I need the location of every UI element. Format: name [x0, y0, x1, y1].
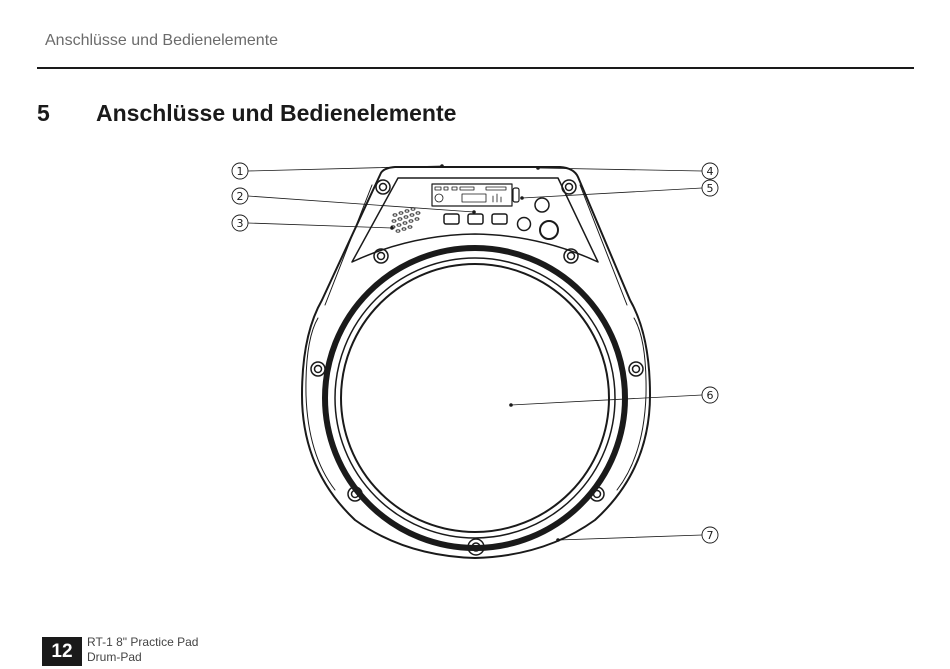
callout-number-4: 4: [707, 165, 714, 178]
page-number: 12: [42, 637, 82, 666]
callout-marker-5: [701, 179, 719, 197]
callout-marker-2: [231, 187, 249, 205]
mounting-screws: [310, 179, 644, 556]
callout-marker-1: [231, 162, 249, 180]
footer-product-name: RT-1 8" Practice Pad: [87, 635, 199, 649]
panel-button-3: [491, 213, 508, 225]
running-header: Anschlüsse und Bedienelemente: [45, 32, 279, 49]
callout-number-1: 1: [237, 165, 244, 178]
callout-number-7: 7: [707, 529, 714, 542]
small-knob: [516, 216, 532, 232]
callout-leaders: [247, 165, 703, 541]
section-title: Anschlüsse und Bedienelemente: [96, 100, 457, 126]
large-knob: [539, 220, 559, 240]
panel-button-1: [443, 213, 460, 225]
callout-marker-3: [231, 214, 249, 232]
speaker-grille: [390, 207, 421, 233]
rubber-rim: [322, 245, 628, 551]
power-switch: [512, 187, 520, 203]
footer-product-type: Drum-Pad: [87, 650, 142, 664]
callout-marker-4: [701, 162, 719, 180]
callout-marker-6: [701, 386, 719, 404]
callout-dots: [390, 164, 560, 542]
pad-housing-outline: [301, 166, 651, 559]
section-number: 5: [37, 100, 50, 126]
callout-number-6: 6: [707, 389, 714, 402]
callout-markers: [231, 162, 719, 544]
lcd-display: [431, 183, 513, 207]
top-knob: [534, 197, 550, 213]
callout-marker-7: [701, 526, 719, 544]
header-rule: [37, 67, 914, 69]
panel-button-2: [467, 213, 484, 225]
callout-number-5: 5: [707, 182, 714, 195]
callout-number-2: 2: [237, 190, 244, 203]
playing-surface: [340, 263, 610, 533]
callout-number-3: 3: [237, 217, 244, 230]
